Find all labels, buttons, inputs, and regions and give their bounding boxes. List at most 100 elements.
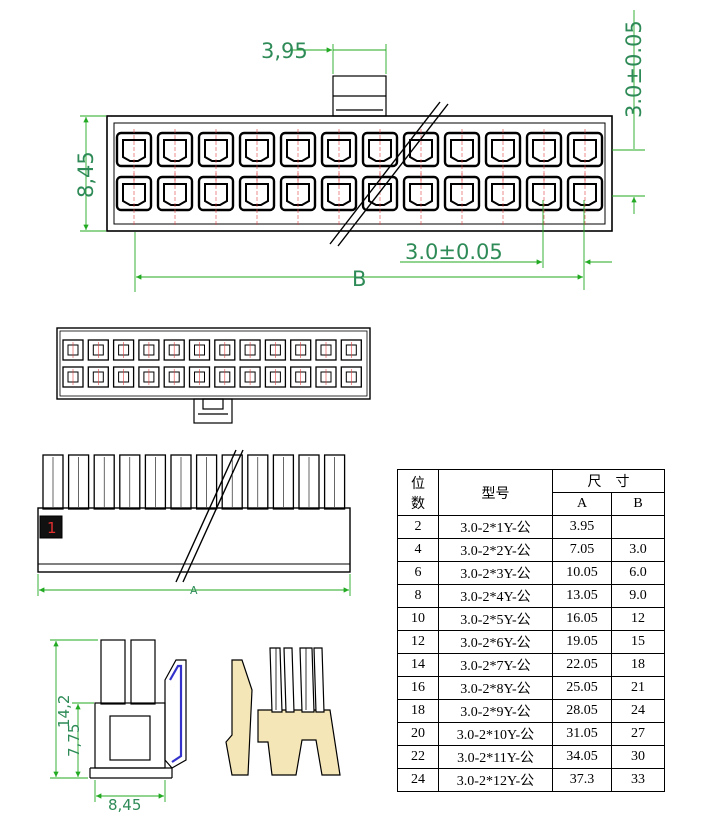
- cell-model: 3.0-2*6Y-公: [438, 630, 553, 654]
- front-cavity-inner: [450, 139, 474, 162]
- cross-section: [225, 647, 341, 776]
- cell-b: 15: [611, 630, 665, 654]
- cell-pos: 10: [397, 607, 439, 631]
- pin-dim-a: [37, 574, 351, 596]
- cell-a: 19.05: [552, 630, 612, 654]
- side-dimensions: [50, 639, 166, 802]
- front-cavity-inner: [286, 139, 310, 162]
- front-view: [106, 75, 613, 247]
- front-cavity-inner: [245, 139, 269, 162]
- cell-pos: 2: [397, 515, 439, 539]
- cell-model: 3.0-2*5Y-公: [438, 607, 553, 631]
- front-cavity-inner: [122, 183, 146, 206]
- dim-height-total: 14,2: [55, 695, 73, 728]
- front-cavity-inner: [532, 139, 556, 162]
- cell-a: 22.05: [552, 653, 612, 677]
- pin1-marker: 1: [47, 519, 57, 537]
- back-view: [56, 327, 371, 424]
- cell-pos: 6: [397, 561, 439, 585]
- pin-row: [42, 454, 346, 510]
- cell-a: 34.05: [552, 745, 612, 769]
- cell-model: 3.0-2*10Y-公: [438, 722, 553, 746]
- front-cavity-inner: [204, 183, 228, 206]
- back-cavity-outer: [188, 339, 211, 361]
- pin1-marker-box: [39, 515, 63, 539]
- back-cavity-outer: [340, 366, 362, 388]
- front-dimensions: [80, 10, 645, 292]
- header-col-b: B: [611, 492, 665, 516]
- front-cavity-inner: [163, 139, 187, 162]
- cell-model: 3.0-2*9Y-公: [438, 699, 553, 723]
- cell-b: 27: [611, 722, 665, 746]
- cell-b: 18: [611, 653, 665, 677]
- cell-pos: 16: [397, 676, 439, 700]
- cell-pos: 12: [397, 630, 439, 654]
- back-cavity-outer: [340, 339, 362, 361]
- pin-housing: [37, 507, 351, 573]
- front-housing-inner: [113, 122, 606, 225]
- cell-b: 30: [611, 745, 665, 769]
- front-cavity-inner: [450, 183, 474, 206]
- cell-a: 28.05: [552, 699, 612, 723]
- cell-b: 6.0: [611, 561, 665, 585]
- cell-model: 3.0-2*4Y-公: [438, 584, 553, 608]
- cell-pos: 24: [397, 768, 439, 792]
- cell-model: 3.0-2*3Y-公: [438, 561, 553, 585]
- cell-a: 10.05: [552, 561, 612, 585]
- cell-pos: 4: [397, 538, 439, 562]
- front-cavity-inner: [286, 183, 310, 206]
- cell-pos: 22: [397, 745, 439, 769]
- front-cavity-inner: [327, 183, 351, 206]
- back-housing-inner: [59, 330, 368, 397]
- back-cavity-outer: [214, 366, 236, 388]
- cell-b: 12: [611, 607, 665, 631]
- cell-model: 3.0-2*7Y-公: [438, 653, 553, 677]
- dim-height-body: 8,45: [74, 151, 98, 198]
- cell-model: 3.0-2*2Y-公: [438, 538, 553, 562]
- cell-b: 21: [611, 676, 665, 700]
- cell-b: 9.0: [611, 584, 665, 608]
- back-cavities: [62, 339, 362, 388]
- back-cavity-outer: [87, 366, 109, 388]
- front-cavity-inner: [204, 139, 228, 162]
- header-positions-line1: 位: [411, 476, 425, 492]
- front-cavity-inner: [573, 139, 597, 162]
- front-cavity-inner: [327, 139, 351, 162]
- back-cavity-outer: [112, 339, 135, 361]
- cell-model: 3.0-2*12Y-公: [438, 768, 553, 792]
- latch-highlight: [169, 664, 183, 763]
- cell-pos: 20: [397, 722, 439, 746]
- cell-b: 24: [611, 699, 665, 723]
- back-cavity-outer: [62, 366, 84, 388]
- header-positions: 位 数: [397, 469, 439, 516]
- pin-side-view: 1: [37, 449, 351, 583]
- front-cavity-inner: [163, 183, 187, 206]
- back-cavity-outer: [188, 366, 211, 388]
- cell-a: 31.05: [552, 722, 612, 746]
- cell-b: 33: [611, 768, 665, 792]
- back-cavity-outer: [163, 366, 185, 388]
- back-cavity-outer: [264, 366, 287, 388]
- cell-a: 13.05: [552, 584, 612, 608]
- header-col-a: A: [552, 492, 612, 516]
- back-latch: [193, 398, 233, 424]
- back-cavity-outer: [290, 366, 312, 388]
- back-cavity-outer: [290, 339, 312, 361]
- back-cavity-outer: [239, 339, 261, 361]
- cell-a: 37.3: [552, 768, 612, 792]
- dim-pitch-vertical: 3.0±0.05: [622, 20, 646, 118]
- cell-b: 3.0: [611, 538, 665, 562]
- dim-width-b: B: [352, 267, 366, 291]
- dim-pitch-top: 3,95: [261, 39, 308, 63]
- side-view: [89, 639, 187, 779]
